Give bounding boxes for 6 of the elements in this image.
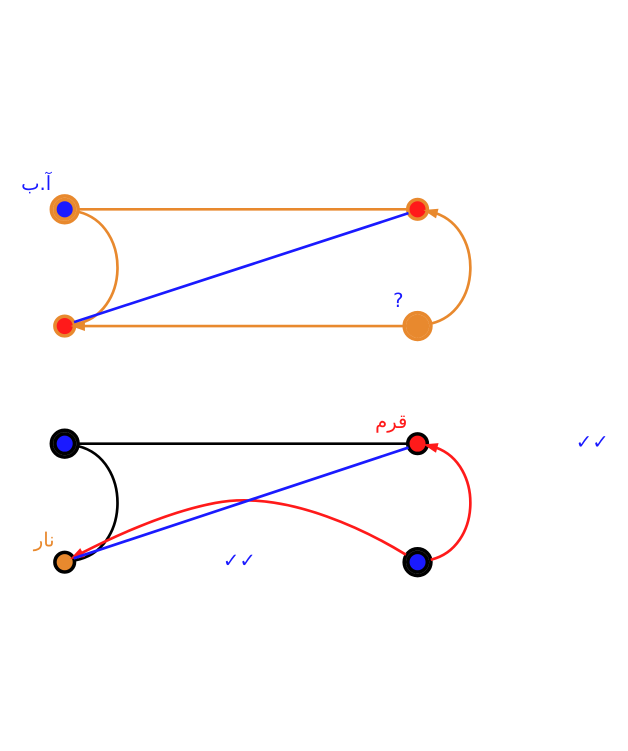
node-label: قرم xyxy=(375,410,408,434)
label: ✓✓ xyxy=(222,549,256,572)
node-label: نار xyxy=(34,528,55,552)
node-label: آ.ب xyxy=(21,172,52,196)
node-label: ? xyxy=(393,288,404,312)
label: ✓✓ xyxy=(576,430,609,454)
